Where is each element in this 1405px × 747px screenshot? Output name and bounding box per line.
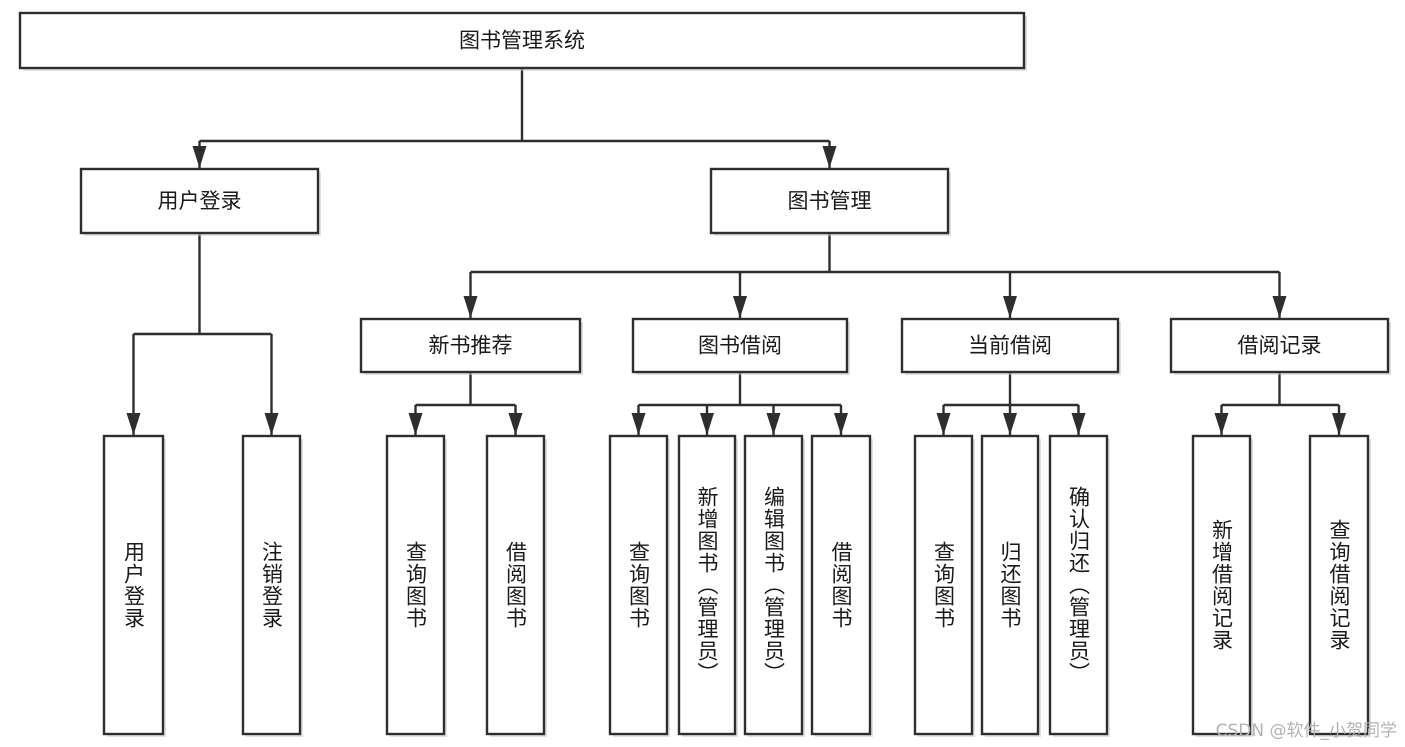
arrow-head-icon: [1003, 296, 1017, 318]
arrow-head-icon: [192, 146, 207, 168]
node-rect[interactable]: [709, 167, 950, 235]
arrow-head-icon: [733, 296, 747, 318]
node-rect[interactable]: [900, 317, 1120, 374]
arrow-head-icon: [1272, 296, 1287, 318]
node-rect[interactable]: [359, 317, 582, 374]
leaf-node[interactable]: [1191, 434, 1253, 737]
arrow-head-icon: [700, 413, 714, 435]
leaf-node[interactable]: [980, 434, 1041, 737]
node-rect[interactable]: [485, 434, 546, 736]
node-rect[interactable]: [79, 167, 320, 235]
node-rect[interactable]: [102, 434, 165, 736]
leaf-node[interactable]: [241, 434, 303, 737]
node-label: 用户登录: [158, 189, 242, 213]
node-rect[interactable]: [1191, 434, 1252, 736]
node-rect[interactable]: [241, 434, 302, 736]
node-rect[interactable]: [1308, 434, 1370, 736]
level2-node[interactable]: [79, 167, 321, 236]
node-rect[interactable]: [1169, 317, 1390, 374]
arrow-head-icon: [1332, 413, 1346, 435]
node-rect[interactable]: [631, 317, 849, 374]
node-rect[interactable]: [608, 434, 669, 736]
node-rect[interactable]: [913, 434, 974, 736]
node-rect[interactable]: [385, 434, 446, 736]
arrow-head-icon: [408, 413, 423, 435]
leaf-node[interactable]: [810, 434, 873, 737]
level3-node[interactable]: [900, 317, 1121, 375]
arrow-head-icon: [1071, 413, 1086, 435]
arrow-head-icon: [1003, 413, 1017, 435]
leaf-node[interactable]: [743, 434, 805, 737]
level3-node[interactable]: [631, 317, 850, 375]
leaf-node[interactable]: [608, 434, 670, 737]
arrow-head-icon: [766, 413, 781, 435]
node-rect[interactable]: [980, 434, 1040, 736]
arrow-head-icon: [936, 413, 951, 435]
arrow-head-icon: [1214, 413, 1229, 435]
node-label: 新书推荐: [429, 334, 513, 358]
watermark-text: CSDN @软件_小贺同学: [1215, 721, 1397, 741]
node-rect[interactable]: [1048, 434, 1109, 736]
leaf-node[interactable]: [677, 434, 738, 737]
node-rect[interactable]: [18, 11, 1026, 70]
node-label: 图书借阅: [698, 334, 782, 358]
leaf-node[interactable]: [1308, 434, 1371, 737]
node-label: 图书管理: [788, 189, 872, 213]
leaf-node[interactable]: [385, 434, 447, 737]
level2-node[interactable]: [709, 167, 951, 236]
arrow-head-icon: [822, 146, 837, 168]
node-label: 借阅记录: [1238, 334, 1322, 358]
arrow-head-icon: [631, 413, 646, 435]
level3-node[interactable]: [359, 317, 583, 375]
arrow-head-icon: [126, 413, 141, 435]
node-rect[interactable]: [743, 434, 804, 736]
level3-node[interactable]: [1169, 317, 1391, 375]
arrow-head-icon: [264, 413, 279, 435]
leaf-node[interactable]: [485, 434, 547, 737]
node-rect[interactable]: [810, 434, 872, 736]
leaf-node[interactable]: [913, 434, 975, 737]
arrow-head-icon: [463, 296, 478, 318]
node-rect[interactable]: [677, 434, 737, 736]
leaf-node[interactable]: [102, 434, 166, 737]
node-label: 图书管理系统: [459, 29, 585, 53]
node-label: 当前借阅: [968, 334, 1052, 358]
arrow-head-icon: [508, 413, 523, 435]
root-node[interactable]: [18, 11, 1027, 71]
arrow-head-icon: [834, 413, 848, 435]
leaf-node[interactable]: [1048, 434, 1110, 737]
